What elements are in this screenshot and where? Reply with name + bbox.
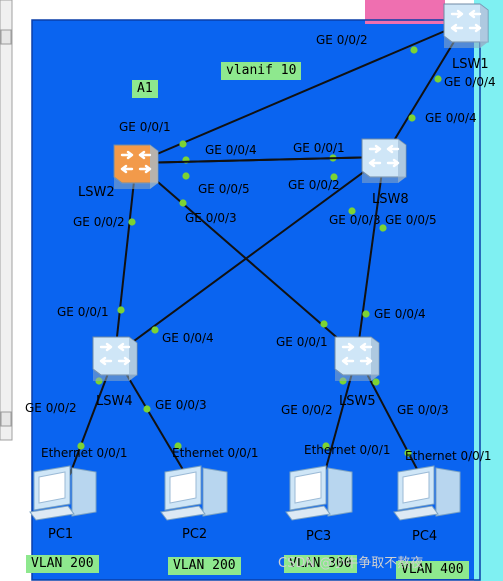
link-line[interactable] — [135, 21, 467, 164]
link-line[interactable] — [135, 156, 385, 164]
port-label: GE 0/0/5 — [385, 213, 437, 227]
port-dot — [330, 173, 338, 181]
node-pc1[interactable]: PC1 — [29, 465, 97, 542]
port-dot — [322, 442, 330, 450]
port-label: GE 0/0/3 — [185, 211, 237, 225]
pc-icon — [393, 465, 461, 521]
port-label: GE 0/0/4 — [374, 307, 426, 321]
watermark: CSDN @小牛争取不熬夜 — [278, 556, 424, 571]
vlan-tag-pc2: VLAN 200 — [168, 557, 241, 575]
vlan-tag-pc1: VLAN 200 — [26, 555, 99, 573]
port-dot — [404, 449, 412, 457]
port-label: GE 0/0/3 — [155, 398, 207, 412]
node-label: PC2 — [182, 527, 207, 542]
port-dot — [362, 310, 370, 318]
switch-icon — [361, 138, 407, 183]
port-dot — [179, 140, 187, 148]
port-label: Ethernet 0/0/1 — [405, 449, 492, 463]
port-label: GE 0/0/4 — [205, 143, 257, 157]
port-label: GE 0/0/1 — [119, 120, 171, 134]
port-label: Ethernet 0/0/1 — [41, 446, 128, 460]
link-lsw2-lsw1[interactable]: GE 0/0/1 GE 0/0/2 — [119, 21, 467, 164]
port-dot — [379, 224, 387, 232]
port-label: GE 0/0/3 — [329, 213, 381, 227]
link-lsw2-lsw8[interactable]: GE 0/0/5 GE 0/0/2 — [135, 156, 385, 196]
node-label: PC4 — [412, 529, 437, 544]
port-dot — [434, 75, 442, 83]
port-dot — [151, 326, 159, 334]
port-dot — [410, 46, 418, 54]
switch-icon — [443, 3, 489, 48]
switch-icon — [334, 336, 380, 381]
node-lsw8[interactable]: LSW8 — [361, 138, 409, 207]
port-dot — [179, 199, 187, 207]
node-pc2[interactable]: PC2 — [160, 465, 228, 542]
node-label: LSW8 — [372, 192, 409, 207]
annotation-a1: A1 — [132, 80, 158, 98]
port-label: GE 0/0/5 — [198, 182, 250, 196]
vlan-tag-pc4: VLAN 400 — [396, 561, 469, 579]
vlan-tag-pc3: VLAN 300 — [284, 555, 357, 573]
port-label: GE 0/0/2 — [316, 33, 368, 47]
node-label: LSW5 — [339, 394, 376, 409]
link-line[interactable] — [114, 156, 385, 356]
port-label: GE 0/0/2 — [281, 403, 333, 417]
pc-icon — [160, 465, 228, 521]
pc-icon — [29, 465, 97, 521]
link-lsw2-lsw4[interactable]: GE 0/0/2 GE 0/0/1 — [57, 162, 137, 356]
switch-icon — [92, 336, 138, 381]
link-line[interactable] — [114, 162, 137, 356]
port-label: GE 0/0/2 — [73, 215, 125, 229]
port-dot — [348, 207, 356, 215]
node-lsw1[interactable]: LSW1 — [443, 3, 489, 72]
port-dot — [128, 218, 136, 226]
cyan-band — [474, 0, 503, 581]
node-label: LSW2 — [78, 185, 115, 200]
port-label: GE 0/0/2 — [288, 178, 340, 192]
side-panel — [0, 0, 13, 441]
port-dot — [117, 306, 125, 314]
port-label: Ethernet 0/0/1 — [304, 443, 391, 457]
link-lsw8-lsw5[interactable]: GE 0/0/5 GE 0/0/4 — [356, 156, 437, 356]
port-dot — [182, 172, 190, 180]
pc-icon — [285, 465, 353, 521]
port-label: GE 0/0/4 — [162, 331, 214, 345]
link-line[interactable] — [356, 156, 385, 356]
node-lsw2[interactable]: LSW2 — [78, 144, 159, 200]
node-label: PC3 — [306, 529, 331, 544]
port-label: GE 0/0/4 — [425, 111, 477, 125]
node-label: LSW4 — [96, 394, 133, 409]
node-lsw4[interactable]: LSW4 — [92, 336, 138, 409]
link-lsw8-lsw4[interactable]: GE 0/0/3 GE 0/0/4 — [114, 156, 385, 356]
links-layer: GE 0/0/1GE 0/0/2GE 0/0/4GE 0/0/4GE 0/0/4… — [25, 21, 496, 491]
node-pc4[interactable]: PC4 — [393, 465, 461, 544]
port-label: GE 0/0/1 — [276, 335, 328, 349]
port-label: GE 0/0/4 — [444, 75, 496, 89]
port-dot — [77, 442, 85, 450]
canvas-border — [31, 19, 481, 581]
port-label: GE 0/0/1 — [293, 141, 345, 155]
port-label: GE 0/0/1 — [57, 305, 109, 319]
port-label: Ethernet 0/0/1 — [172, 446, 259, 460]
port-dot — [320, 320, 328, 328]
node-pc3[interactable]: PC3 — [285, 465, 353, 544]
node-lsw5[interactable]: LSW5 — [334, 336, 380, 409]
port-label: GE 0/0/2 — [25, 401, 77, 415]
node-label: LSW1 — [452, 57, 489, 72]
node-label: PC1 — [48, 527, 73, 542]
port-dot — [174, 442, 182, 450]
port-dot — [372, 378, 380, 386]
port-label: GE 0/0/3 — [397, 403, 449, 417]
scroll-up-button[interactable] — [0, 29, 12, 45]
annotation-vlanif: vlanif 10 — [221, 62, 302, 80]
port-dot — [143, 405, 151, 413]
link-lsw1-lsw8[interactable]: GE 0/0/4 GE 0/0/4 — [383, 21, 496, 158]
port-dot — [408, 114, 416, 122]
switch-icon — [113, 144, 159, 189]
scroll-down-button[interactable] — [0, 411, 12, 427]
